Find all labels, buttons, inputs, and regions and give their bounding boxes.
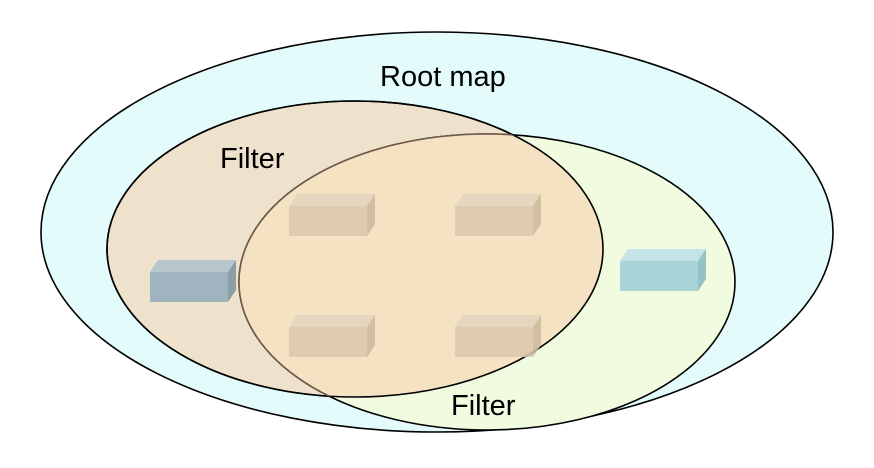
box-icon[interactable] <box>620 249 706 291</box>
box-icon[interactable] <box>455 315 541 357</box>
right-filter-label: Filter <box>451 390 516 422</box>
box-icon[interactable] <box>455 194 541 236</box>
root-map-label: Root map <box>380 61 506 93</box>
box-icon[interactable] <box>150 260 236 302</box>
left-filter-outline <box>106 100 604 398</box>
box-icon[interactable] <box>289 315 375 357</box>
box-icon[interactable] <box>289 194 375 236</box>
right-filter-inner-outline <box>238 133 603 397</box>
left-filter-label: Filter <box>220 143 285 175</box>
